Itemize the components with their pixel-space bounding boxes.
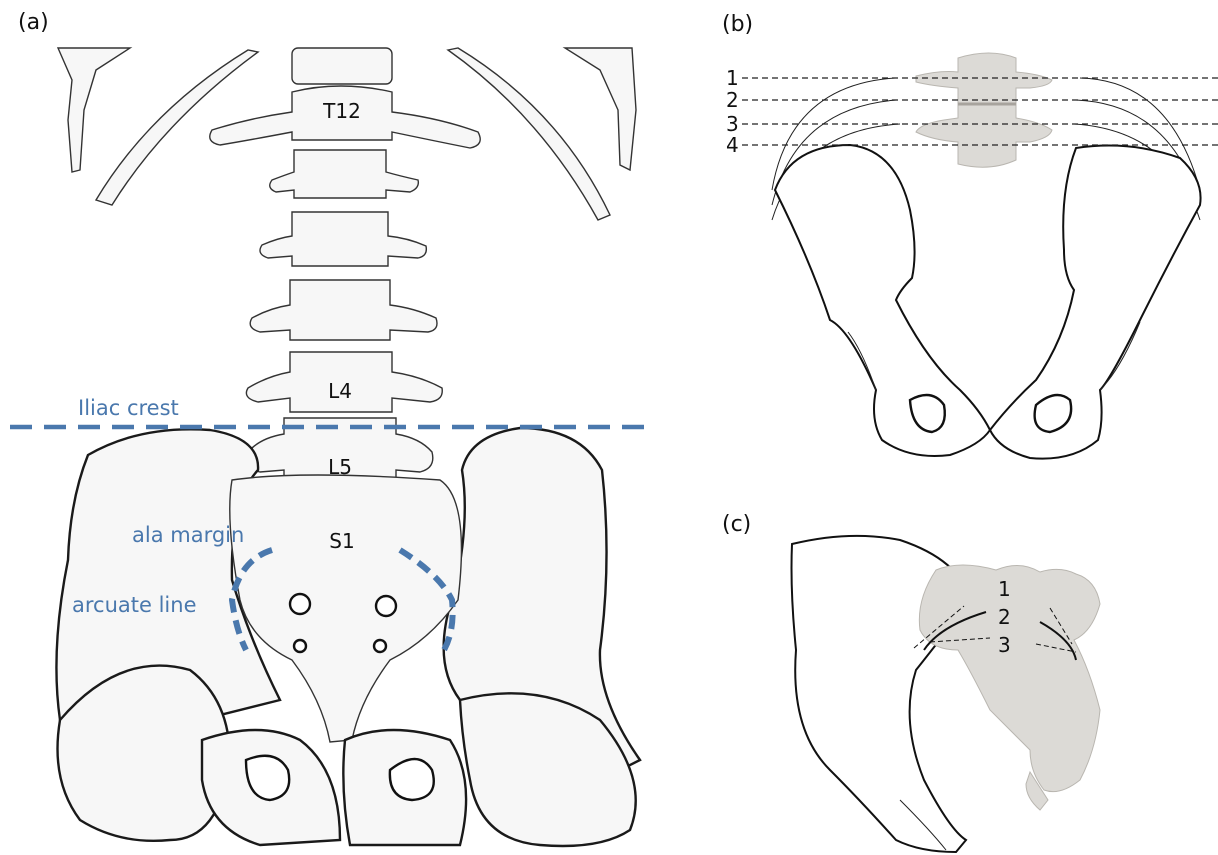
level-label-4: 4 [726,133,739,157]
vertebra-l3 [250,280,437,340]
vertebra-l1 [270,150,419,198]
hip-left-lower [58,666,341,845]
level-c-label-1: 1 [998,577,1011,601]
level-c-label-2: 2 [998,605,1011,629]
iliac-crest-label: Iliac crest [78,396,179,420]
label-l4: L4 [328,379,352,403]
label-s1: S1 [329,529,354,553]
rib-left-upper [58,48,130,172]
panel-b-figure: 1 2 3 4 [700,0,1218,480]
ala-margin-label: ala margin [132,523,244,547]
vertebra-t12 [210,48,480,148]
vertebra-3d-render [916,53,1052,167]
pelvis-outline-right [990,146,1201,459]
level-c-label-3: 3 [998,633,1011,657]
vertebra-l2 [260,212,426,266]
panel-c-figure: 1 2 3 [700,500,1218,855]
sacrum-3d-render [919,565,1100,810]
level-label-2: 2 [726,88,739,112]
pelvis-outline-left [775,145,990,456]
label-t12: T12 [322,99,361,123]
panel-a-figure: T12 L4 L5 S1 Iliac crest ala margin arcu… [0,0,660,855]
hip-right-lower [343,693,635,846]
rib-right-upper [565,48,636,170]
label-l5: L5 [328,455,352,479]
arcuate-line-label: arcuate line [72,593,197,617]
level-label-1: 1 [726,66,739,90]
